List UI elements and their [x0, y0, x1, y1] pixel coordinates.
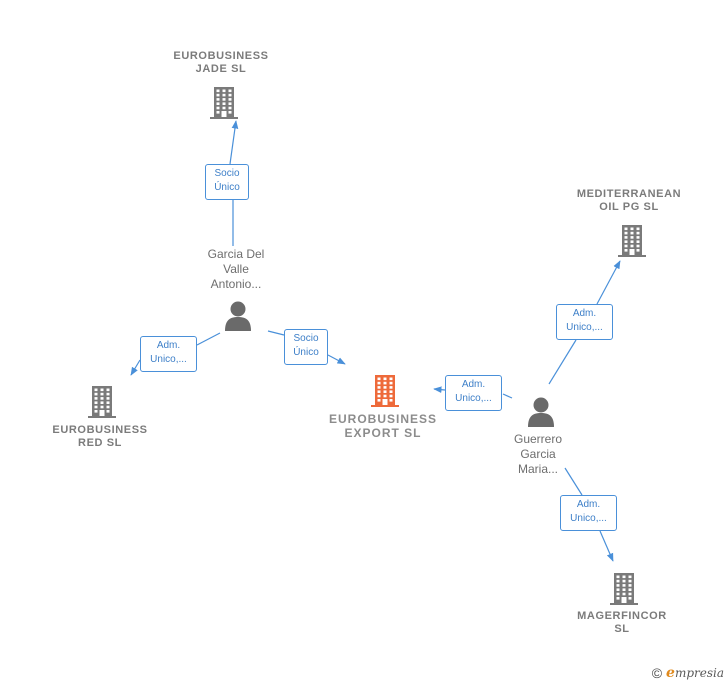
edge-label-guerrero-magerfincor[interactable]: Adm. Unico,...: [560, 495, 617, 531]
edge-line-2-b: [327, 354, 346, 365]
edge-line-3-a: [502, 393, 513, 399]
edge-label-garcia-red[interactable]: Adm. Unico,...: [140, 336, 197, 372]
edge-line-4-b: [596, 260, 621, 305]
brand-logo-initial: e: [666, 665, 675, 681]
building-icon-med[interactable]: [616, 222, 648, 258]
node-label-jade[interactable]: EUROBUSINESS JADE SL: [173, 50, 269, 75]
edge-line-2-a: [267, 330, 285, 336]
brand-logo-text: mpresia: [674, 666, 724, 680]
building-icon-jade[interactable]: [208, 84, 240, 120]
edge-line-5-a: [564, 467, 583, 496]
copyright-icon: ©: [651, 665, 663, 681]
node-label-red[interactable]: EUROBUSINESS RED SL: [52, 424, 148, 449]
edge-line-3-b: [433, 386, 446, 394]
edge-label-garcia-jade[interactable]: Socio Único: [205, 164, 249, 200]
edge-line-5-b: [599, 530, 614, 562]
edge-line-1-a: [196, 332, 221, 346]
node-label-export[interactable]: EUROBUSINESS EXPORT SL: [328, 412, 438, 440]
edge-line-4-a: [548, 339, 577, 385]
person-icon-garcia[interactable]: [223, 300, 253, 332]
edge-label-guerrero-med[interactable]: Adm. Unico,...: [556, 304, 613, 340]
person-label-guerrero[interactable]: Guerrero Garcia Maria...: [513, 432, 563, 476]
person-icon-guerrero[interactable]: [526, 396, 556, 428]
person-label-garcia[interactable]: Garcia Del Valle Antonio...: [207, 247, 265, 291]
building-icon-magerfincor[interactable]: [608, 570, 640, 606]
edge-line-0-b: [229, 120, 239, 165]
node-label-magerfincor[interactable]: MAGERFINCOR SL: [577, 610, 667, 635]
edge-label-guerrero-export[interactable]: Adm. Unico,...: [445, 375, 502, 411]
node-label-med[interactable]: MEDITERRANEAN OIL PG SL: [576, 188, 682, 213]
building-icon-red[interactable]: [86, 383, 118, 419]
building-icon-export[interactable]: [369, 372, 401, 408]
edge-label-garcia-export[interactable]: Socio Único: [284, 329, 328, 365]
edge-line-1-b: [130, 359, 141, 376]
